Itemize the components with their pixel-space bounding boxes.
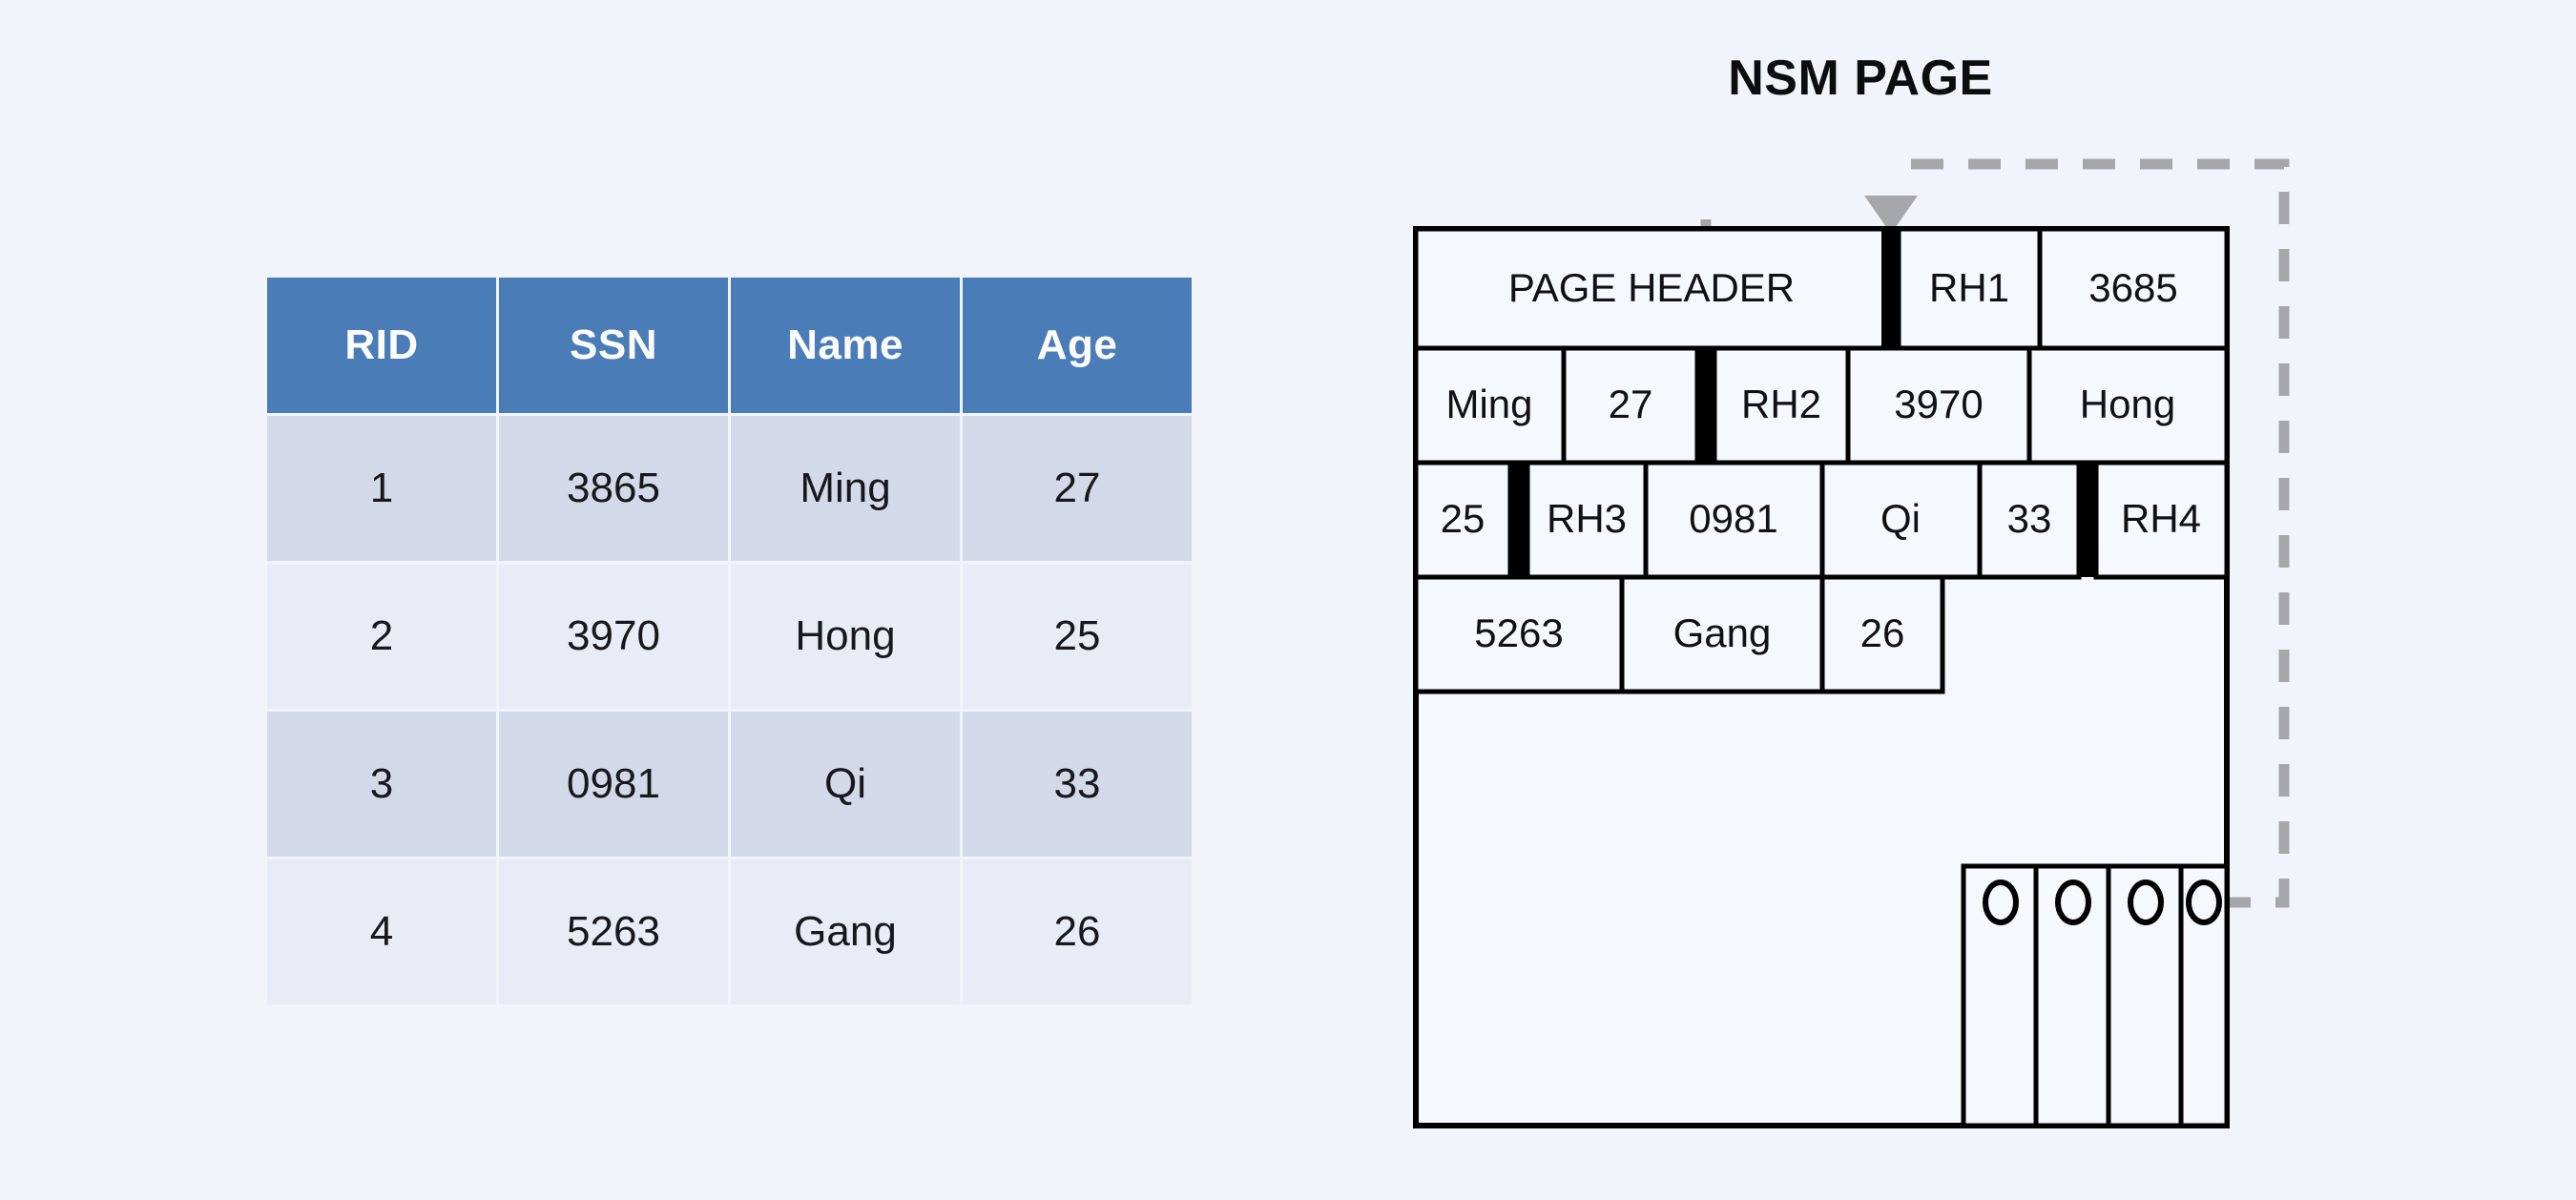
cell-name-hong [2026,345,2230,466]
page-row-1 [1413,226,2230,351]
cell-ssn: 5263 [499,859,728,1004]
cell-ssn-0981 [1643,460,1825,580]
cell-age-27 [1561,345,1700,466]
record-marker-rh1 [1881,229,1899,348]
slot-cell-3 [2106,863,2184,1128]
label-page-header: PAGE HEADER [1508,265,1795,310]
table-row: 2 3970 Hong 25 [267,564,1192,709]
connector-slot4-to-rh1 [1891,158,2290,908]
slot-cell-4 [2178,863,2230,1128]
label-ssn-3970: 3970 [1894,382,1983,426]
relation-table: RID SSN Name Age 1 3865 Ming 27 2 3970 H… [264,275,1195,1007]
column-header-name: Name [731,278,960,413]
page-row-4 [1413,574,1945,694]
label-age-27: 27 [1609,382,1653,426]
table-row: 4 5263 Gang 26 [267,859,1192,1004]
slot-pointer-circle-4 [2186,879,2222,925]
page-row-3 [1413,460,2230,580]
cell-rid: 2 [267,564,496,709]
cell-rid: 1 [267,416,496,561]
table-header-row: RID SSN Name Age [267,278,1192,413]
label-rh2: RH2 [1741,382,1821,426]
slot-array [1961,863,2230,1128]
slot-cell-1 [1961,863,2039,1128]
slot-cell-2 [2033,863,2111,1128]
cell-ssn: 0981 [499,712,728,857]
label-rh3: RH3 [1547,496,1627,541]
cell-ssn: 3865 [499,416,728,561]
label-name-ming: Ming [1445,382,1532,426]
cell-age: 33 [963,712,1192,857]
record-marker-rh2 [1697,348,1714,463]
cell-rid: 4 [267,859,496,1004]
cell-name: Ming [731,416,960,561]
cell-ssn: 3970 [499,564,728,709]
label-rh1: RH1 [1929,265,2009,310]
label-name-qi: Qi [1880,496,1921,541]
nsm-page-svg: PAGE HEADER RH1 3685 Ming 27 RH2 3970 Ho… [1413,158,2290,1128]
slot-pointer-circles [1983,879,2222,925]
cell-age-26 [1819,574,1945,694]
label-ssn-5263: 5263 [1474,610,1563,655]
cell-ssn-3685 [2037,226,2230,351]
cell-rid: 3 [267,712,496,857]
label-rh4: RH4 [2121,496,2201,541]
cell-name-gang [1619,574,1825,694]
record-marker-rh3 [1510,463,1527,577]
label-age-26: 26 [1860,610,1905,655]
page-title: NSM PAGE [1728,51,1993,106]
label-ssn-0981: 0981 [1689,496,1777,541]
label-name-hong: Hong [2080,382,2175,426]
table-row: 1 3865 Ming 27 [267,416,1192,561]
label-age-25: 25 [1441,496,1485,541]
cell-age: 25 [963,564,1192,709]
cell-age: 26 [963,859,1192,1004]
record-marker-rh4 [2079,463,2096,577]
label-ssn-3685: 3685 [2088,265,2177,310]
column-header-age: Age [963,278,1192,413]
label-name-gang: Gang [1673,610,1772,655]
cell-age-33 [1977,460,2082,580]
nsm-page-diagram: NSM PAGE [1355,0,2366,1200]
column-header-ssn: SSN [499,278,728,413]
cell-name: Hong [731,564,960,709]
label-age-33: 33 [2007,496,2052,541]
slot-pointer-circle-3 [2128,879,2164,925]
cell-age-25 [1413,460,1513,580]
slot-pointer-circle-1 [1983,879,2019,925]
cell-name: Gang [731,859,960,1004]
column-header-rid: RID [267,278,496,413]
cell-ssn-3970 [1845,345,2032,466]
arrowhead-down-rh1 [1864,196,1918,234]
cell-age: 27 [963,416,1192,561]
slot-pointer-circle-2 [2055,879,2091,925]
cell-name: Qi [731,712,960,857]
table-row: 3 0981 Qi 33 [267,712,1192,857]
